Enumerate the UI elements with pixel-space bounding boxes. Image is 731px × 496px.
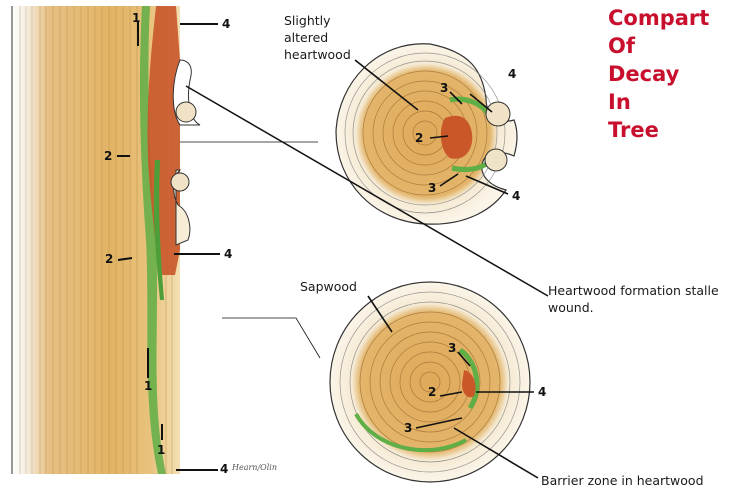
wound-callus-upper	[176, 102, 196, 122]
title-line-2: Of	[608, 32, 709, 60]
marker-upper-disc-3b: 3	[428, 182, 436, 194]
label-barrier-zone: Barrier zone in heartwood	[541, 472, 704, 489]
marker-lower-disc-2: 2	[428, 386, 436, 398]
title-line-3: Decay	[608, 60, 709, 88]
marker-upper-disc-2: 2	[415, 132, 423, 144]
label-heartwood-formation: Heartwood formation stalle wound.	[548, 282, 719, 316]
marker-trunk-mid-2b: 2	[105, 253, 113, 265]
marker-lower-disc-4: 4	[538, 386, 546, 398]
upper-disc-decay	[441, 116, 472, 159]
diagram-title: Compart Of Decay In Tree	[608, 4, 709, 144]
upper-disc	[336, 44, 517, 224]
marker-trunk-low-1b: 1	[157, 444, 165, 456]
artist-signature: Hearn/Olin	[232, 463, 277, 472]
marker-trunk-bottom-4: 4	[220, 463, 228, 475]
marker-upper-disc-3a: 3	[440, 82, 448, 94]
wound-callus-lower	[171, 173, 189, 191]
label-slightly: Slightly	[284, 12, 351, 29]
label-slightly-altered-heartwood: Slightly altered heartwood	[284, 12, 351, 63]
trunk-section	[12, 6, 200, 474]
marker-upper-disc-4b: 4	[512, 190, 520, 202]
marker-lower-disc-3b: 3	[404, 422, 412, 434]
marker-lower-disc-3a: 3	[448, 342, 456, 354]
label-sapwood: Sapwood	[300, 278, 357, 295]
upper-disc-callus-bottom	[485, 149, 507, 171]
lower-disc	[330, 282, 530, 482]
upper-disc-callus-top	[486, 102, 510, 126]
label-heartwood-formation-line1: Heartwood formation stalle	[548, 282, 719, 299]
marker-trunk-top-4: 4	[222, 18, 230, 30]
title-line-5: Tree	[608, 116, 709, 144]
label-heartwood-formation-line2: wound.	[548, 299, 719, 316]
title-line-1: Compart	[608, 4, 709, 32]
marker-trunk-low-1a: 1	[144, 380, 152, 392]
marker-trunk-mid-4: 4	[224, 248, 232, 260]
marker-trunk-mid-2a: 2	[104, 150, 112, 162]
label-altered: altered	[284, 29, 351, 46]
marker-upper-disc-4a: 4	[508, 68, 516, 80]
label-heartwood: heartwood	[284, 46, 351, 63]
title-line-4: In	[608, 88, 709, 116]
marker-trunk-top-1: 1	[132, 12, 140, 24]
